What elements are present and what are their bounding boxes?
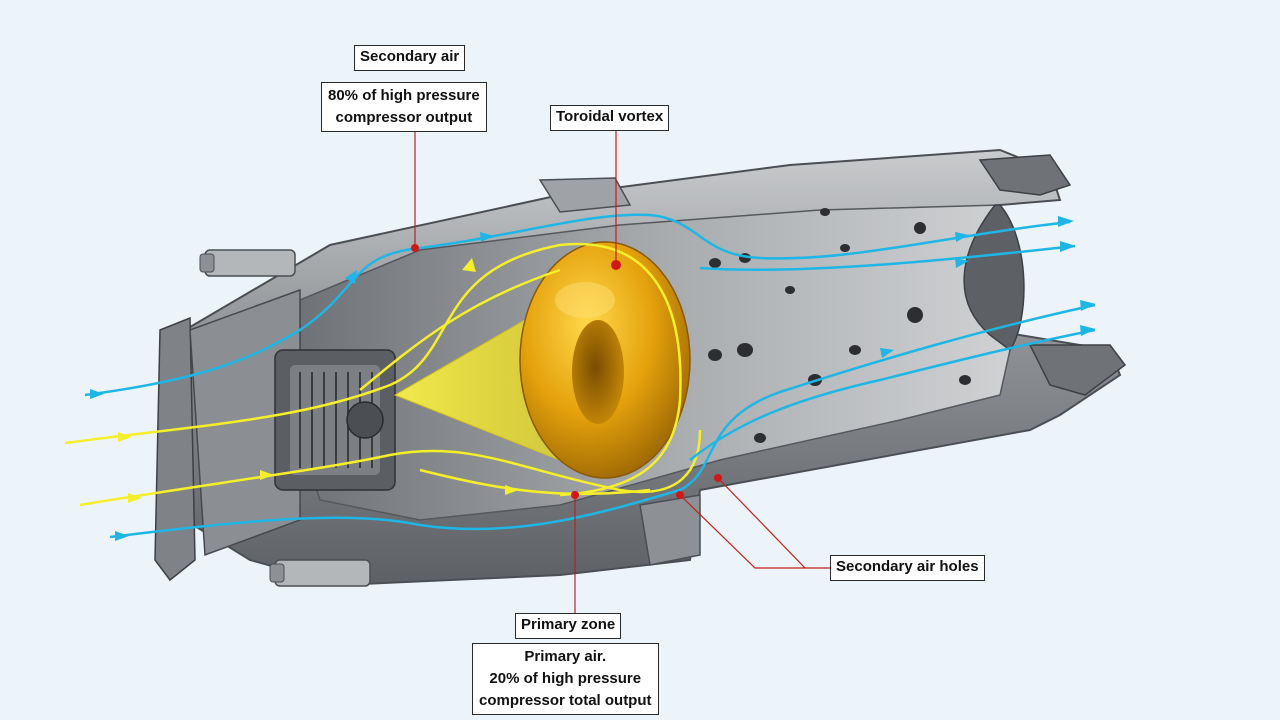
- secondary-arrow: [115, 531, 129, 541]
- toroidal-vortex-shape: [519, 241, 691, 479]
- secondary-arrow: [1060, 241, 1076, 252]
- secondary-arrow: [955, 232, 969, 242]
- secondary-arrow: [345, 270, 357, 284]
- secondary-flow-line-2: [699, 244, 1076, 271]
- marker-holes-1: [676, 491, 684, 499]
- secondary-arrow: [880, 348, 894, 358]
- secondary-flow-line-3: [109, 303, 1096, 539]
- leader-holes-2: [717, 477, 806, 569]
- primary-arrow: [128, 493, 142, 503]
- marker-holes-2: [714, 474, 722, 482]
- swirler-assembly: [274, 349, 396, 491]
- label-toroidal-vortex: Toroidal vortex: [550, 105, 670, 131]
- marker-primary-zone: [571, 491, 579, 499]
- secondary-flow-line-4: [689, 328, 1096, 461]
- primary-air-flow: [64, 242, 702, 507]
- secondary-arrow: [480, 232, 494, 242]
- secondary-arrow: [1080, 300, 1096, 311]
- secondary-arrow: [955, 258, 969, 268]
- leader-holes-1: [679, 494, 832, 569]
- liner-air-holes: [708, 208, 971, 443]
- liner-exit: [963, 204, 1025, 352]
- label-primary-zone: Primary zone: [515, 613, 622, 639]
- primary-arrow: [260, 470, 274, 480]
- secondary-flow-arrows: [90, 216, 1096, 541]
- primary-air-desc-line-2: 20% of high pressure: [489, 670, 642, 687]
- primary-arrow: [118, 432, 132, 442]
- inlet-ring: [189, 288, 301, 557]
- marker-dots: [411, 244, 722, 499]
- label-secondary-air-desc: 80% of high pressure compressor output: [321, 82, 487, 132]
- ignitor-boss: [538, 177, 632, 213]
- primary-flow-line-4: [419, 468, 651, 496]
- leader-lines: [414, 128, 832, 614]
- secondary-air-desc-line-2: compressor output: [335, 109, 473, 126]
- inlet-flange: [154, 316, 196, 582]
- primary-air-desc-line-3: compressor total output: [479, 692, 652, 709]
- exit-flange-top: [978, 154, 1072, 196]
- mounting-bolt-bottom: [269, 559, 371, 587]
- mounting-bolt-top: [199, 249, 296, 277]
- label-secondary-air: Secondary air: [354, 45, 466, 71]
- primary-arrow: [505, 485, 519, 495]
- secondary-arrow: [1080, 325, 1096, 336]
- label-primary-air-desc: Primary air. 20% of high pressure compre…: [472, 643, 659, 715]
- secondary-air-flow: [84, 213, 1096, 539]
- secondary-arrow: [1058, 216, 1074, 227]
- label-secondary-air-holes: Secondary air holes: [830, 555, 985, 581]
- exit-flange-bottom: [1028, 344, 1127, 396]
- secondary-flow-line-1: [84, 213, 1071, 397]
- primary-air-desc-line-1: Primary air.: [524, 648, 607, 665]
- marker-toroidal-vortex: [611, 260, 621, 270]
- primary-flow-line-1: [64, 242, 682, 497]
- secondary-arrow: [90, 389, 104, 399]
- secondary-air-desc-line-1: 80% of high pressure: [328, 87, 480, 104]
- marker-secondary-air: [411, 244, 419, 252]
- primary-flow-line-3: [359, 268, 561, 391]
- primary-flow-arrows: [118, 258, 519, 503]
- primary-flow-line-2: [79, 429, 702, 507]
- primary-arrow: [462, 258, 476, 272]
